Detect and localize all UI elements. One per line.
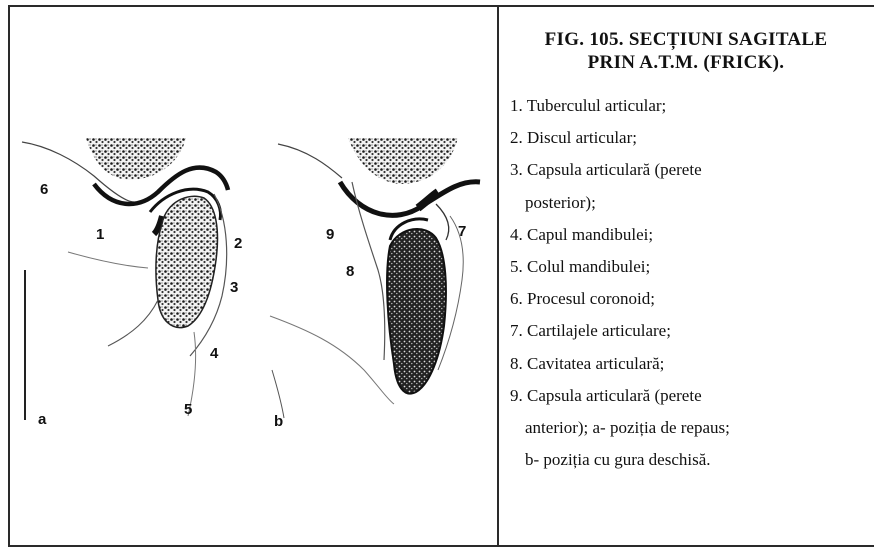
- sagittal-sections-drawing: [8, 120, 496, 450]
- caption-line-1: FIG. 105. SECȚIUNI SAGITALE: [498, 28, 874, 51]
- panel-b-label-7: 7: [458, 224, 466, 239]
- frame-top-border: [8, 5, 874, 7]
- legend-item-2: 2. Discul articular;: [510, 122, 870, 154]
- panel-b-ramus-contour: [270, 316, 394, 404]
- legend-item-9-continued: anterior); a- poziția de repaus;: [510, 412, 870, 444]
- panel-a-coronoid-contour: [68, 252, 148, 268]
- legend-item-1: 1. Tuberculul articular;: [510, 90, 870, 122]
- figure-caption: FIG. 105. SECȚIUNI SAGITALE PRIN A.T.M. …: [498, 28, 874, 74]
- panel-b-temporal-contour: [278, 144, 342, 178]
- panel-a-letter: a: [38, 412, 46, 427]
- panel-a-drawing: [22, 138, 228, 420]
- legend-item-3-continued: posterior);: [510, 187, 870, 219]
- legend-item-3: 3. Capsula articulară (perete: [510, 154, 870, 186]
- legend-item-4: 4. Capul mandibulei;: [510, 219, 870, 251]
- legend-item-9: 9. Capsula articulară (perete: [510, 380, 870, 412]
- panel-a-skull-base: [86, 138, 186, 180]
- legend-item-b-position: b- poziția cu gura deschisă.: [510, 444, 870, 476]
- panel-b-articular-surface: [340, 182, 480, 216]
- panel-b-mandible-head: [387, 229, 446, 394]
- panel-b-cartilage: [436, 204, 449, 240]
- panel-b-letter: b: [274, 414, 283, 429]
- panel-b-lower-contour: [272, 370, 284, 418]
- panel-b-skull-base: [348, 138, 458, 184]
- panel-a-neck-contour: [108, 300, 158, 346]
- panel-a-label-6: 6: [40, 182, 48, 197]
- panel-a-label-1: 1: [96, 227, 104, 242]
- panel-a-label-4: 4: [210, 346, 218, 361]
- legend-item-7: 7. Cartilajele articulare;: [510, 315, 870, 347]
- column-divider: [497, 5, 499, 547]
- panel-a-label-3: 3: [230, 280, 238, 295]
- panel-b-label-8: 8: [346, 264, 354, 279]
- panel-b-drawing: [270, 138, 480, 418]
- panel-a-mandible-head: [156, 196, 218, 327]
- frame-bottom-border: [8, 545, 874, 547]
- caption-line-2: PRIN A.T.M. (FRICK).: [498, 51, 874, 74]
- panel-a-label-2: 2: [234, 236, 242, 251]
- tmj-illustration: 6 1 2 3 4 5 a 9 8 7 b: [8, 120, 496, 450]
- legend-item-5: 5. Colul mandibulei;: [510, 251, 870, 283]
- panel-a-label-5: 5: [184, 402, 192, 417]
- panel-b-label-9: 9: [326, 227, 334, 242]
- legend-list: 1. Tuberculul articular; 2. Discul artic…: [510, 90, 870, 476]
- legend-item-6: 6. Procesul coronoid;: [510, 283, 870, 315]
- legend-item-8: 8. Cavitatea articulară;: [510, 348, 870, 380]
